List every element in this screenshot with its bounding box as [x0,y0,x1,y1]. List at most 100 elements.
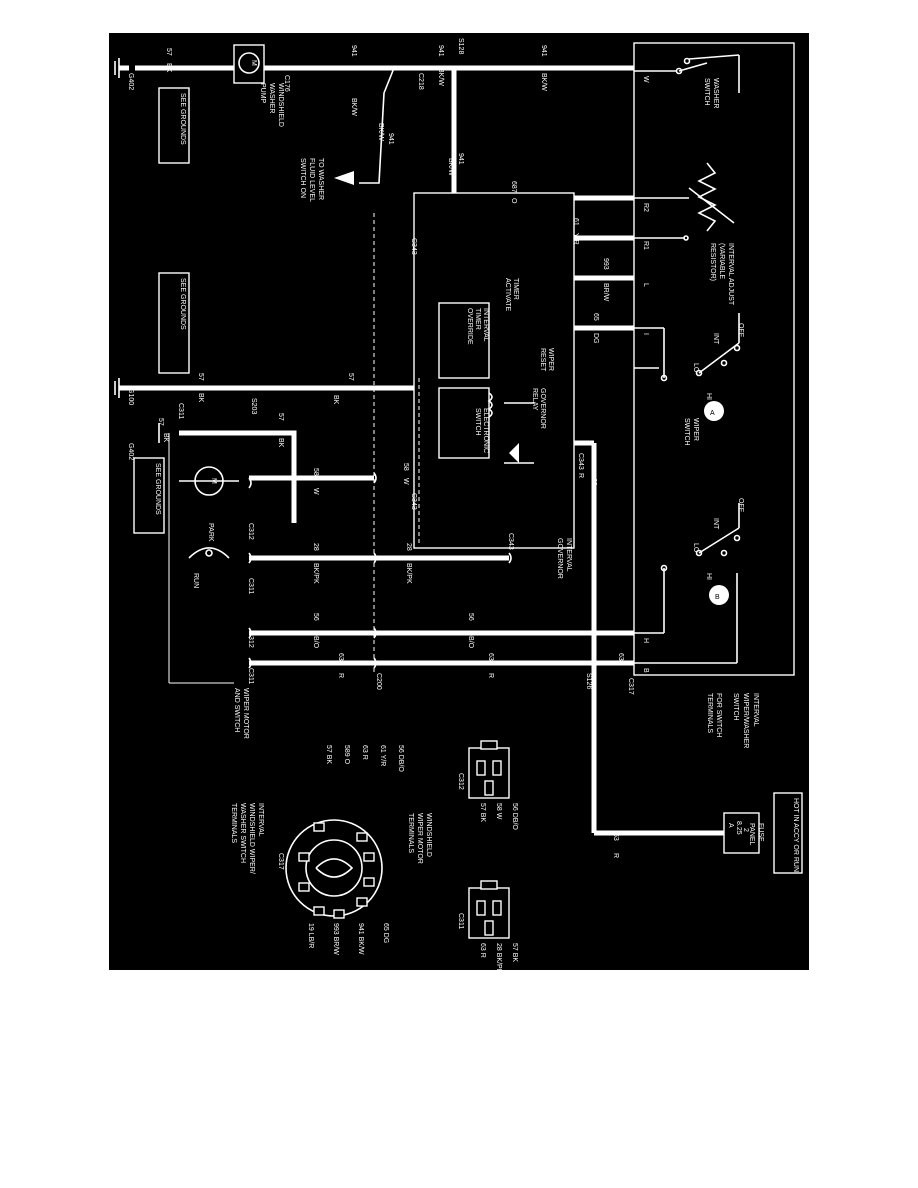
c312-label-1: C312 [247,523,254,540]
wire-941-label-1: 941 [350,45,357,57]
wire-993-label: 993 [602,258,609,270]
wire-bk-label-5: BK [162,433,169,443]
r1-label: R1 [642,241,649,250]
c311-pin-2: 28 BK/PK [495,943,502,970]
motor-m-label: M [210,478,217,484]
wiper-motor-switch-label-line-2: AND SWITCH [233,688,240,732]
variable-resistor-symbol [634,162,735,241]
interval-adjust-label-line-1: INTERVAL ADJUST [727,243,734,306]
c176-label: C176 [283,75,290,92]
interval-adjust-label-line-3: RESISTOR) [709,243,716,281]
hot-in-label: HOT IN ACCY OR RUN [792,798,799,872]
wire-w-label-1: W [312,488,319,495]
timer-activate-label-line-2: ACTIVATE [504,278,511,312]
wire-65-label: 65 [592,313,599,321]
to-washer-fluid-label-line-2: FLUID LEVEL [308,158,315,202]
hot-in-box [773,792,803,874]
wiper-motor-symbol [168,430,297,684]
interval-ws-switch-label-line-3: SWITCH [732,693,739,721]
park-label: PARK [207,523,214,542]
c311-pinout-title: C311 [457,913,464,929]
timer-activate-label-line-1: TIMER [512,278,519,300]
wire-28-label-1: 28 [405,543,412,551]
l-label: L [642,283,649,287]
wiring-diagram: A B [109,33,809,974]
wire-63-label-1: 63 [590,478,597,486]
schematic: A B [114,38,803,974]
wire-28-label-2: 28 [312,543,319,551]
wire-61-label: 61 [572,218,579,226]
c312-pin-3: 56 DB/O [511,803,518,830]
wire-57-label-4: 57 [277,413,284,421]
wire-bk-label-4: BK [277,438,284,448]
wire-r-label-4: R [337,673,344,678]
interval-ws-switch-label-line-1: INTERVAL [752,693,759,727]
c311-pin-3: 57 BK [511,943,518,962]
wire-r-label-1: R [577,473,584,478]
c317-right-pin-4: 19 LB/R [307,923,314,948]
int-label-a: INT [712,333,719,345]
int-ws-terminals-label-line-1: INTERVAL [257,803,264,837]
wire-941-label-3: 941 [540,45,547,57]
connector-marks [248,472,512,669]
ground-symbols [114,58,160,443]
wiper-motor-switch-label-line-1: WIPER MOTOR [242,688,249,739]
for-switch-terminals-label-line-2: TERMINALS [706,693,713,733]
c343-label-1: C343 [410,238,417,255]
washer-switch-symbol [634,54,740,93]
badge-a: A [704,401,724,421]
electronic-switch-label-line-2: SWITCH [474,408,481,436]
timer-override-box [438,302,490,379]
r2-label: R2 [642,203,649,212]
timer-override-label-line-1: INTERVAL [482,308,489,342]
governor-relay-label-line-2: RELAY [531,388,538,411]
c317-right-pin-1: 65 DG [382,923,389,943]
wiper-switch-a-symbol [634,313,741,382]
h-label: H [642,638,649,643]
wire-63-label-3: 63 [487,653,494,661]
washer-pump-symbol [233,44,265,84]
i-label: I [642,333,649,335]
g402-label-1: G402 [127,73,134,90]
fuse-panel-box [723,812,760,854]
wire-bkpk-label-2: BK/PK [312,563,319,584]
c200-label: C200 [375,673,382,690]
fuse-id: 2 [742,828,749,832]
fuse-panel-label-line-2: PANEL [748,823,755,846]
pump-m-label: M [250,60,257,66]
int-label-b: INT [712,518,719,530]
s126-label: S126 [585,673,592,689]
lo-label-b: LO [692,543,699,553]
wire-yr-label: Y/R [572,233,579,245]
c317-pinout [285,819,383,919]
wire-w-label-2: W [402,478,409,485]
off-label-b: OFF [737,498,744,512]
wire-57-label-3: 57 [197,373,204,381]
wire-57-label-2: 57 [347,373,354,381]
interval-adjust-label-line-2: (VARIABLE [718,243,725,279]
c311-label-3: C311 [247,668,254,684]
wire-57-label-1: 57 [165,48,172,56]
see-grounds-box-2 [158,272,190,374]
washer-pump-label-line-3: PUMP [259,83,266,104]
wire-bkpk-label-1: BK/PK [405,563,412,584]
wire-o-label: O [510,198,517,204]
wire-dbo-label-2: DB/O [312,631,319,649]
wire-bk-label-3: BK [197,393,204,403]
c311-label-1: C311 [177,403,184,419]
off-label-a: OFF [737,323,744,337]
fuse-amp: 8.25 [735,821,742,835]
ws-motor-terminals-label-line-3: TERMINALS [407,813,414,853]
see-grounds-label-1: SEE GROUNDS [179,93,186,145]
c312-pin-2: 58 W [495,803,502,820]
wiper-switch-label-line-2: SWITCH [683,418,690,446]
hi-label-a: HI [705,393,712,400]
fluid-arrow [334,171,354,185]
c317-left-pin-2: 61 Y/R [379,745,386,766]
c317-pinout-title: C317 [277,853,284,870]
wire-bk-label-2: BK [332,395,339,405]
c312-pin-1: 57 BK [479,803,486,822]
c317-left-pin-1: 56 DB/O [397,745,404,772]
c317-right-pin-3: 993 BR/W [332,923,339,955]
wire-bkw-label-4: BK/W [377,123,384,141]
